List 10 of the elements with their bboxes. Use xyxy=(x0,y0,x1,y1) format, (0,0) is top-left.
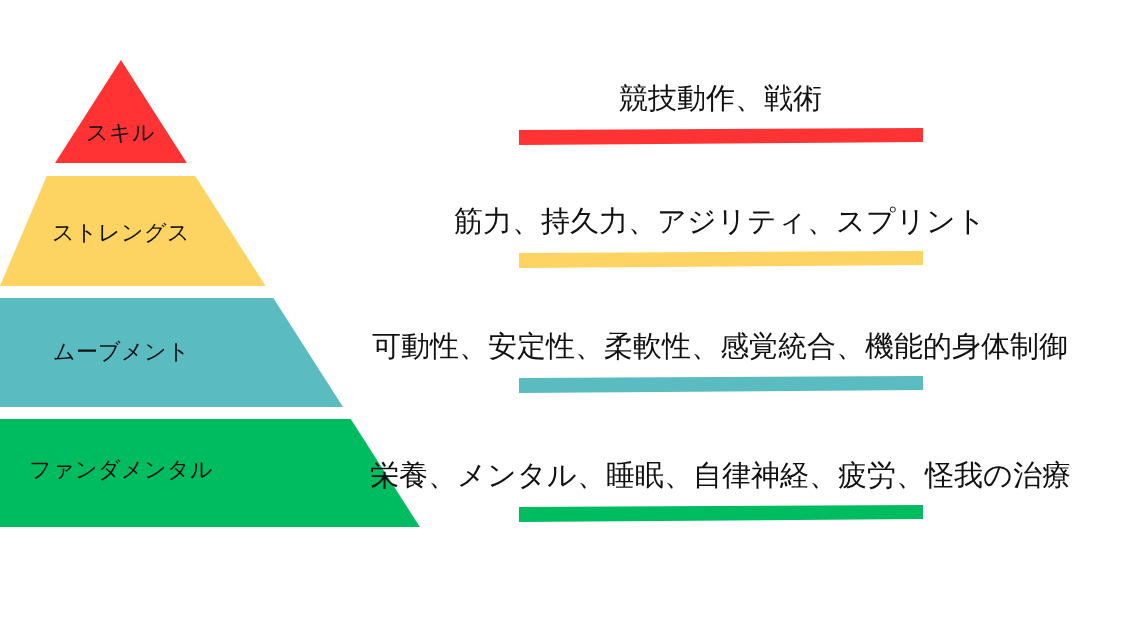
pyramid-tier xyxy=(0,176,266,286)
description-text: 筋力、持久力、アジリティ、スプリント xyxy=(454,203,986,239)
description-text: 競技動作、戦術 xyxy=(618,80,822,116)
pyramid-tier xyxy=(55,60,187,163)
tier-label: スキル xyxy=(86,119,156,147)
tier-label: ファンダメンタル xyxy=(29,456,213,484)
description-text: 可動性、安定性、柔軟性、感覚統合、機能的身体制御 xyxy=(372,328,1068,364)
tier-label: ストレングス xyxy=(52,219,190,247)
pyramid-tier xyxy=(0,298,344,407)
tier-label: ムーブメント xyxy=(52,338,190,366)
